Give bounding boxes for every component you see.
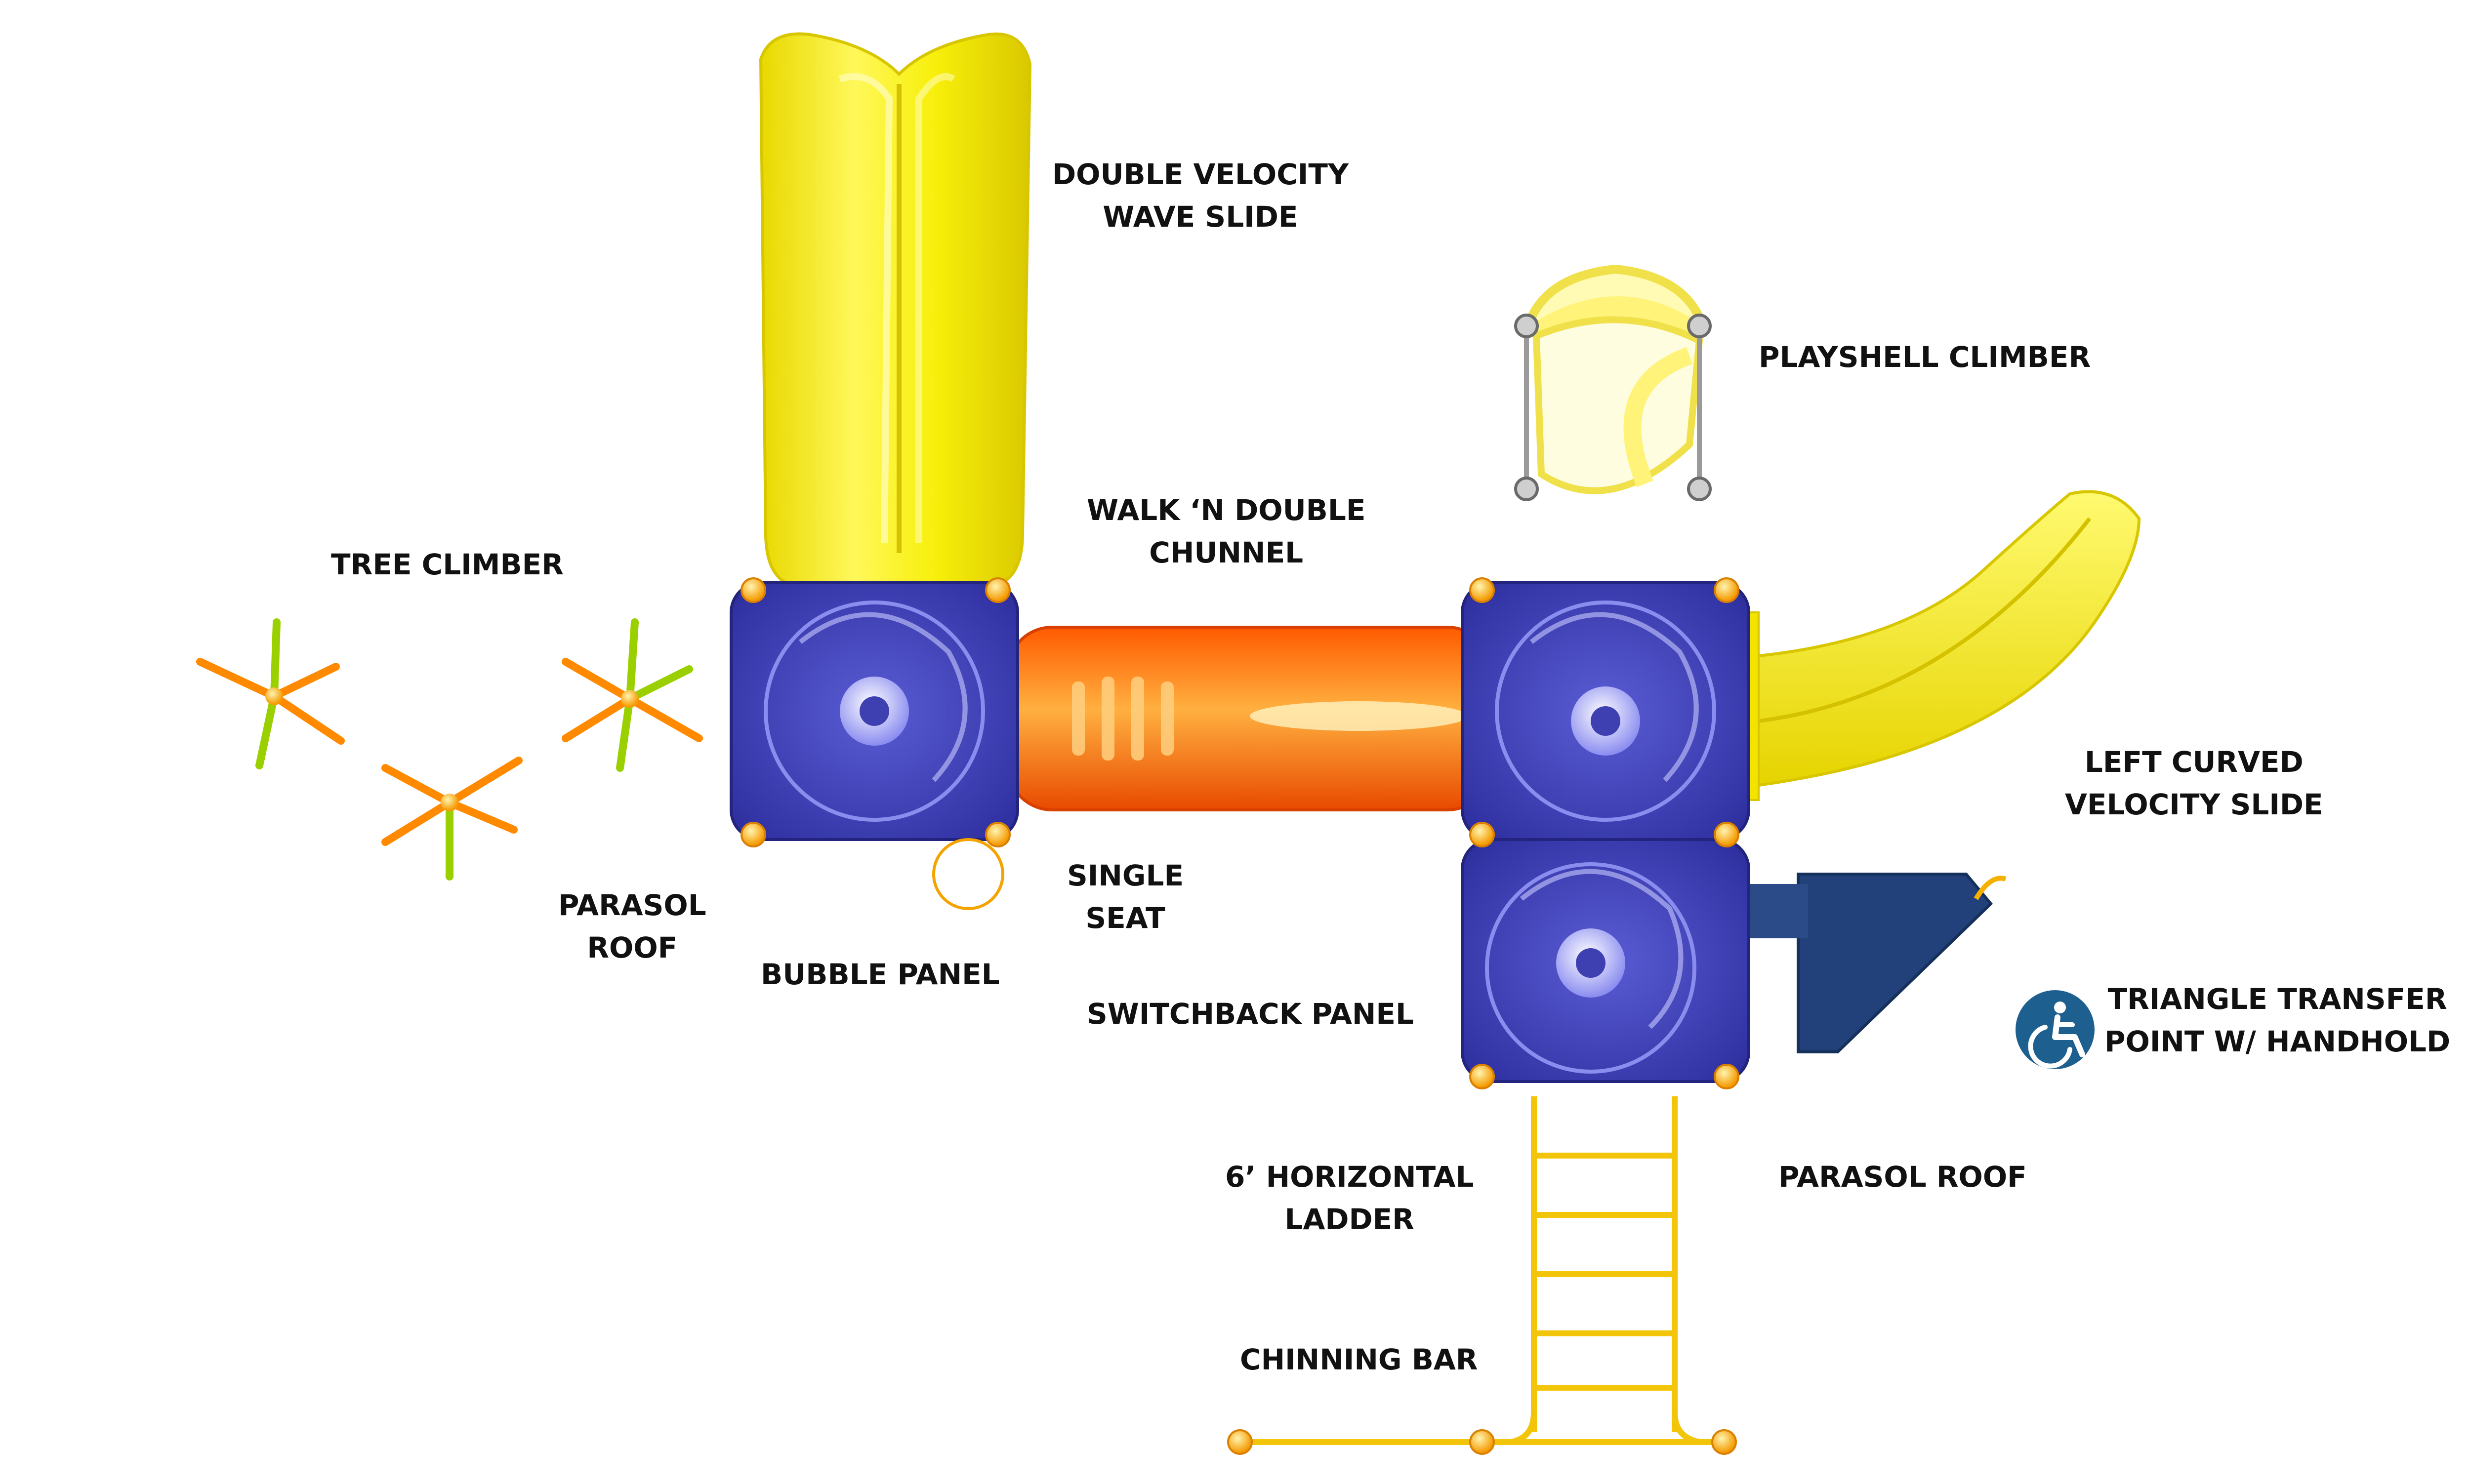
label-line: PARASOL bbox=[558, 888, 706, 922]
label-line: LEFT CURVED bbox=[2084, 745, 2304, 779]
label-line: WAVE SLIDE bbox=[1103, 200, 1298, 234]
post bbox=[1469, 577, 1495, 603]
post bbox=[1714, 577, 1739, 603]
label-line: POINT W/ HANDHOLD bbox=[2104, 1025, 2451, 1058]
label-double-velocity-wave-slide: DOUBLE VELOCITY WAVE SLIDE bbox=[1052, 153, 1349, 238]
wheelchair-icon bbox=[2016, 990, 2095, 1069]
label-triangle-transfer-point: TRIANGLE TRANSFER POINT W/ HANDHOLD bbox=[2104, 978, 2450, 1063]
label-playshell-climber: PLAYSHELL CLIMBER bbox=[1759, 336, 2091, 378]
deck-left bbox=[730, 581, 1019, 841]
label-line: DOUBLE VELOCITY bbox=[1052, 158, 1349, 191]
posts bbox=[741, 577, 1739, 1089]
post bbox=[1714, 1064, 1739, 1089]
label-switchback-panel: SWITCHBACK PANEL bbox=[1087, 993, 1414, 1035]
deck-right-top bbox=[1461, 581, 1750, 841]
label-line: 6’ HORIZONTAL bbox=[1225, 1160, 1474, 1194]
post bbox=[985, 822, 1011, 847]
deck-right-bottom bbox=[1461, 838, 1750, 1083]
label-line: SEAT bbox=[1085, 901, 1165, 935]
post bbox=[741, 822, 766, 847]
label-walk-n-double-chunnel: WALK ‘N DOUBLE CHUNNEL bbox=[1087, 489, 1365, 574]
post bbox=[741, 577, 766, 603]
triangle-transfer-point bbox=[1739, 873, 2007, 1053]
label-line: PLAYSHELL CLIMBER bbox=[1759, 340, 2091, 374]
label-left-curved-velocity-slide: LEFT CURVED VELOCITY SLIDE bbox=[2065, 741, 2323, 826]
label-line: SWITCHBACK PANEL bbox=[1087, 997, 1414, 1031]
label-horizontal-ladder: 6’ HORIZONTAL LADDER bbox=[1225, 1156, 1474, 1241]
tree-climber bbox=[381, 757, 523, 881]
label-line: CHINNING BAR bbox=[1240, 1343, 1478, 1376]
label-parasol-roof-right: PARASOL ROOF bbox=[1778, 1156, 2027, 1198]
walk-n-double-chunnel bbox=[1006, 626, 1493, 811]
horizontal-ladder bbox=[1511, 1096, 1700, 1445]
post bbox=[1714, 822, 1739, 847]
label-bubble-panel: BUBBLE PANEL bbox=[761, 953, 1000, 996]
tunnel-ribs bbox=[1072, 677, 1174, 761]
playshell-climber bbox=[1514, 264, 1712, 501]
post bbox=[1469, 1064, 1495, 1089]
label-line: TRIANGLE TRANSFER bbox=[2107, 982, 2447, 1016]
post bbox=[1469, 822, 1495, 847]
label-line: CHUNNEL bbox=[1149, 536, 1304, 569]
label-tree-climber: TREE CLIMBER bbox=[331, 543, 564, 586]
tree-climbers bbox=[196, 618, 703, 881]
chinning-bar bbox=[1227, 1429, 1737, 1455]
tree-climber bbox=[196, 618, 345, 769]
label-line: VELOCITY SLIDE bbox=[2065, 788, 2323, 821]
label-line: WALK ‘N DOUBLE bbox=[1087, 493, 1366, 527]
double-velocity-wave-slide bbox=[759, 32, 1032, 589]
label-chinning-bar: CHINNING BAR bbox=[1240, 1338, 1478, 1381]
label-parasol-roof-left: PARASOL ROOF bbox=[558, 884, 706, 969]
label-line: ROOF bbox=[587, 931, 678, 964]
label-single-seat: SINGLE SEAT bbox=[1067, 854, 1184, 939]
label-line: TREE CLIMBER bbox=[331, 548, 564, 581]
label-line: PARASOL ROOF bbox=[1778, 1160, 2027, 1194]
tree-climber bbox=[562, 618, 703, 772]
label-line: SINGLE bbox=[1067, 859, 1184, 892]
post bbox=[985, 577, 1011, 603]
label-line: LADDER bbox=[1284, 1203, 1414, 1236]
label-line: BUBBLE PANEL bbox=[761, 958, 1000, 991]
single-seat bbox=[932, 838, 1004, 910]
